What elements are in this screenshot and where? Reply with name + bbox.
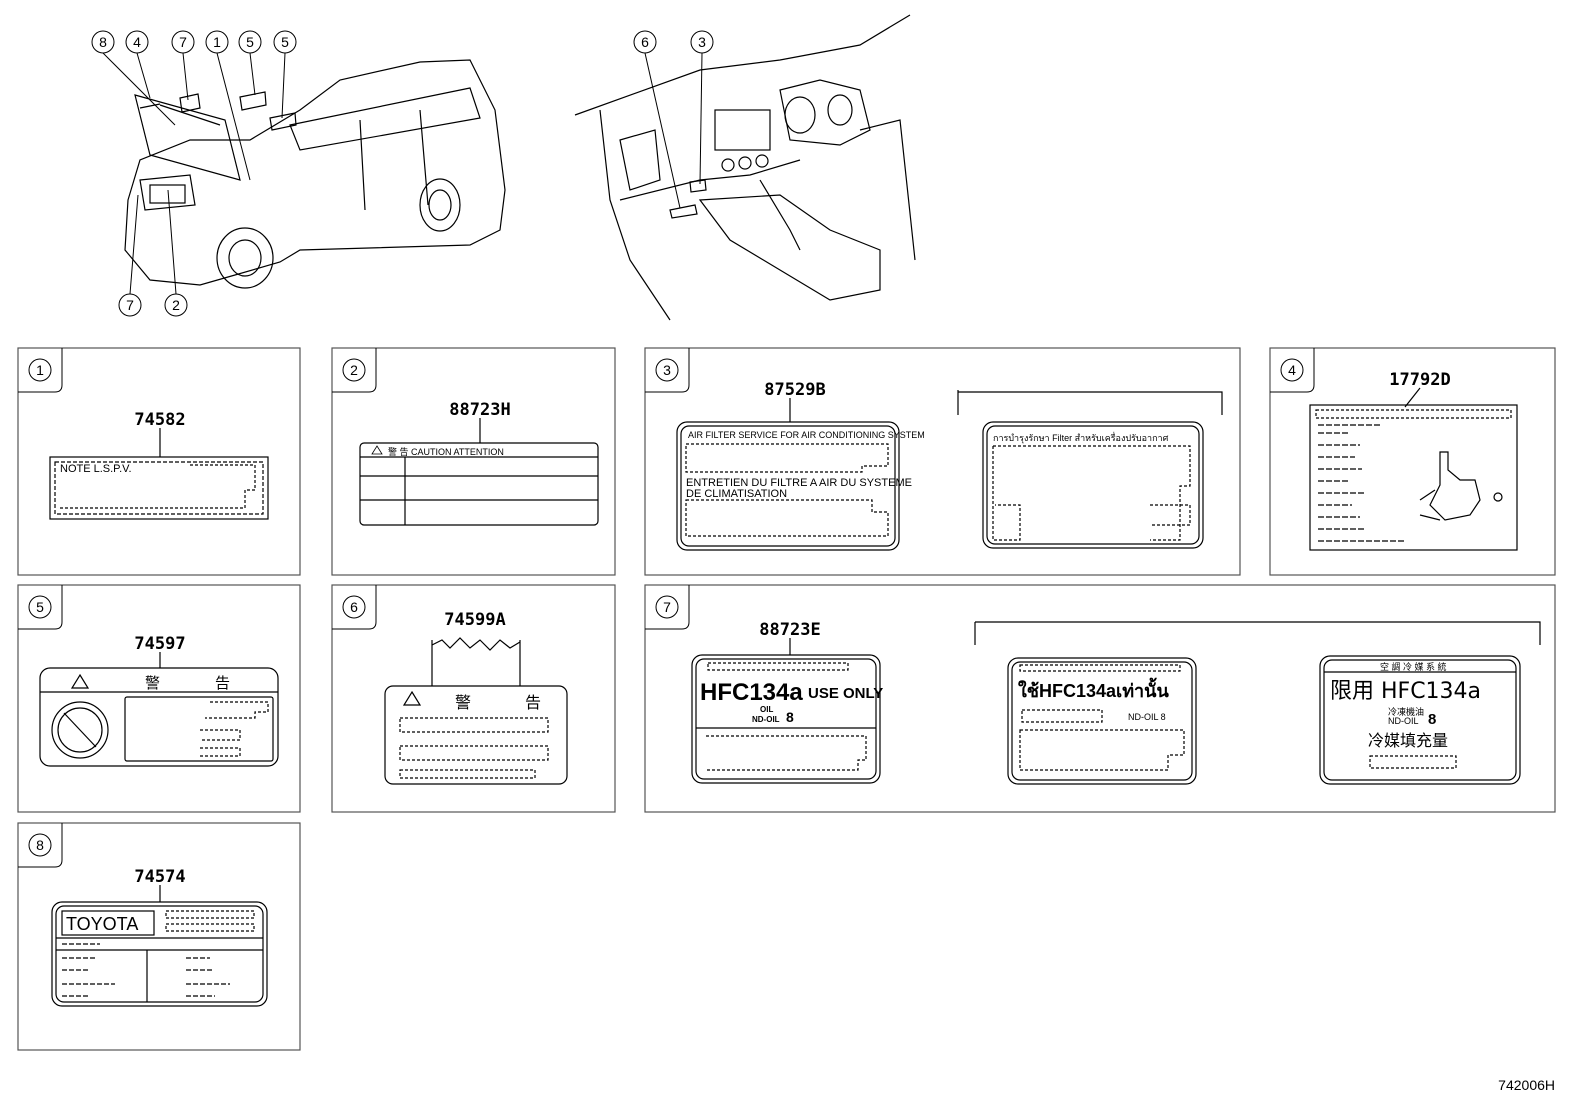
panel-num-5: 5	[36, 599, 44, 615]
label-87529B-title-en: AIR FILTER SERVICE FOR AIR CONDITIONING …	[688, 430, 925, 440]
dashboard-illustration	[574, 14, 916, 321]
label-88723E-oil: OIL	[760, 705, 773, 714]
callout-car-5b: 5	[281, 34, 289, 50]
label-87529B	[676, 398, 900, 551]
panel-tabs	[18, 348, 1315, 868]
panel-num-1: 1	[36, 362, 44, 378]
part-number-87529B: 87529B	[764, 380, 825, 400]
label-74599A-warn1: 警	[455, 693, 471, 712]
label-74574	[51, 885, 268, 1007]
callout-car-5a: 5	[246, 34, 254, 50]
label-88723H	[359, 418, 599, 526]
callout-car-4: 4	[133, 34, 141, 50]
panel-num-6: 6	[350, 599, 358, 615]
label-87529B-title-fr1: ENTRETIEN DU FILTRE A AIR DU SYSTEME	[686, 477, 912, 489]
label-88723E	[691, 638, 881, 784]
callout-car-2: 2	[172, 297, 180, 313]
label-88723E-eight: 8	[786, 709, 794, 725]
label-87529B-title-fr2: DE CLIMATISATION	[686, 488, 787, 500]
label-87529B-title-thai: การบำรุงรักษา Filter สำหรับเครื่องปรับอา…	[993, 431, 1169, 444]
label-74597	[39, 652, 279, 767]
callout-car-7: 7	[179, 34, 187, 50]
label-88723E-thai	[974, 621, 1541, 785]
label-88723H-header: 警 告 CAUTION ATTENTION	[388, 446, 504, 457]
part-number-74574: 74574	[134, 867, 185, 887]
callout-dash-3: 3	[698, 34, 706, 50]
label-74597-warn1: 警	[145, 674, 160, 692]
label-74599A-warn2: 告	[525, 693, 541, 712]
label-17792D	[1309, 387, 1518, 551]
callout-dash-6: 6	[641, 34, 649, 50]
label-88723E-thai-oil: ND-OIL 8	[1128, 712, 1166, 722]
car-callouts	[91, 30, 297, 317]
panel-num-3: 3	[663, 362, 671, 378]
label-74599A	[384, 637, 568, 785]
dash-callouts	[633, 30, 714, 209]
callout-car-8: 8	[99, 34, 107, 50]
panel-frames	[17, 347, 1556, 1051]
label-74597-warn2: 告	[215, 674, 230, 692]
label-74582-note: NOTE L.S.P.V.	[60, 463, 132, 475]
diagram-code: 742006H	[1498, 1077, 1555, 1093]
panel-num-7: 7	[663, 599, 671, 615]
label-88723E-cn-eight: 8	[1428, 711, 1436, 728]
part-number-88723E: 88723E	[759, 620, 820, 640]
panel-num-8: 8	[36, 837, 44, 853]
label-88723E-hfc: HFC134a	[700, 679, 803, 706]
label-88723E-useonly: USE ONLY	[808, 685, 883, 702]
label-88723E-cn-oil1: 冷凍機油	[1388, 706, 1424, 717]
part-number-17792D: 17792D	[1389, 370, 1450, 390]
label-74582	[49, 428, 269, 520]
part-number-74599A: 74599A	[444, 610, 505, 630]
callout-car-1: 1	[213, 34, 221, 50]
label-88723E-cn-fill: 冷媒填充量	[1368, 731, 1448, 750]
part-number-74597: 74597	[134, 634, 185, 654]
label-88723E-thai-title: ใช้HFC134aเท่านั้น	[1018, 677, 1169, 701]
label-88723E-ndoil: ND-OIL	[752, 715, 780, 724]
vehicle-illustration	[124, 59, 506, 289]
label-88723E-cn-main: 限用 HFC134a	[1330, 679, 1481, 704]
panel-num-2: 2	[350, 362, 358, 378]
panel-num-4: 4	[1288, 362, 1296, 378]
part-number-74582: 74582	[134, 410, 185, 430]
part-number-88723H: 88723H	[449, 400, 510, 420]
label-87529B-thai	[957, 390, 1223, 549]
label-88723E-cn-oil2: ND-OIL	[1388, 716, 1419, 726]
label-74574-brand: TOYOTA	[66, 914, 138, 934]
callout-car-7b: 7	[126, 297, 134, 313]
label-88723E-cn-top: 空 調 冷 媒 系 統	[1380, 661, 1447, 672]
label-88723E-chinese	[1319, 655, 1521, 785]
